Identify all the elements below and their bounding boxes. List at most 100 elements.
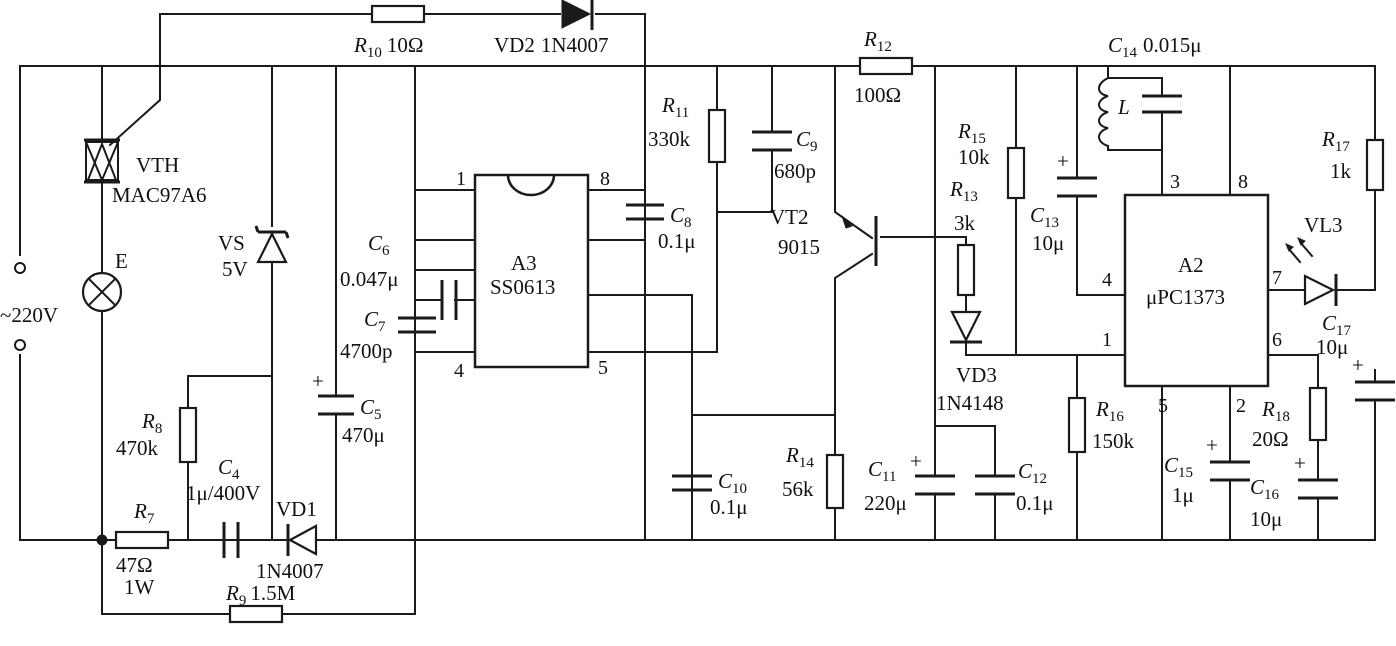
r17-value: 1k	[1330, 159, 1352, 183]
r18-value: 20Ω	[1252, 427, 1289, 451]
c13-value: 10μ	[1032, 231, 1064, 255]
a3-pin-4: 4	[454, 360, 464, 382]
c15-plus: +	[1206, 433, 1218, 457]
c5-plus: +	[312, 369, 324, 393]
vs-value: 5V	[222, 257, 248, 281]
resistor-r9	[228, 604, 284, 624]
vt2-value: 9015	[778, 235, 820, 259]
capacitor-c13	[1057, 176, 1097, 198]
a2-pin-4: 4	[1102, 269, 1112, 291]
c5-value: 470μ	[342, 423, 385, 447]
c16-ref: C16	[1250, 475, 1280, 503]
capacitor-c5	[318, 394, 354, 416]
ic-a2	[1123, 193, 1270, 388]
r7-value: 47Ω	[116, 553, 153, 577]
capacitor-c15	[1210, 460, 1250, 482]
c12-ref: C12	[1018, 459, 1047, 487]
capacitor-c8	[626, 203, 664, 221]
a3-pin-8: 8	[600, 168, 610, 190]
resistor-r15	[1006, 146, 1026, 200]
r13-value: 3k	[954, 211, 976, 235]
triac-vth	[84, 138, 120, 184]
diode-vd3	[950, 310, 982, 344]
lamp-ref: E	[115, 249, 128, 273]
resistor-r7	[114, 530, 170, 550]
vd3-ref: VD3	[956, 363, 997, 387]
r15-value: 10k	[958, 145, 990, 169]
resistor-r18	[1308, 386, 1328, 442]
c4-value: 1μ/400V	[186, 481, 260, 505]
c15-ref: C15	[1164, 453, 1193, 481]
resistor-r8	[178, 406, 198, 464]
c7-ref: C7	[364, 307, 386, 335]
mains-label: ~220V	[0, 303, 58, 327]
c11-value: 220μ	[864, 491, 907, 515]
vs-ref: VS	[218, 231, 245, 255]
capacitor-c14	[1142, 94, 1182, 114]
r16-value: 150k	[1092, 429, 1135, 453]
a2-pin-5: 5	[1158, 395, 1168, 417]
c17-ref: C17	[1322, 311, 1352, 339]
resistor-r14	[825, 453, 845, 510]
resistor-r16	[1067, 396, 1087, 454]
a2-pin-6: 6	[1272, 329, 1282, 351]
r15-ref: R15	[957, 119, 986, 147]
r11-ref: R11	[661, 93, 689, 121]
lamp-e	[81, 271, 123, 313]
ic-a3	[473, 173, 590, 369]
c6-ref: C6	[368, 231, 390, 259]
r7-power: 1W	[124, 575, 155, 599]
r11-value: 330k	[648, 127, 691, 151]
capacitor-c9	[752, 130, 792, 152]
r13-ref: R13	[949, 177, 978, 205]
vd1-value: 1N4007	[256, 559, 324, 583]
a2-pin-8: 8	[1238, 171, 1248, 193]
r8-ref: R8	[141, 409, 162, 437]
mains-terminal-top	[14, 262, 26, 274]
a3-value: SS0613	[490, 275, 555, 299]
capacitor-c12	[975, 474, 1015, 496]
c11-ref: C11	[868, 457, 896, 485]
vd3-value: 1N4148	[936, 391, 1004, 415]
resistor-r12	[858, 56, 914, 76]
l-ref: L	[1117, 95, 1130, 119]
resistor-r10	[370, 4, 426, 24]
junction-dot	[96, 534, 108, 546]
c6-value: 0.047μ	[340, 267, 399, 291]
resistor-r17	[1365, 138, 1385, 192]
c7-value: 4700p	[340, 339, 393, 363]
capacitor-c11	[915, 474, 955, 496]
vt2-ref: VT2	[770, 205, 809, 229]
c9-ref: C9	[796, 127, 818, 155]
inductor-l	[1098, 76, 1110, 148]
c8-value: 0.1μ	[658, 229, 696, 253]
c5-ref: C5	[360, 395, 382, 423]
c10-ref: C10	[718, 469, 747, 497]
resistor-r11	[707, 108, 727, 164]
c8-ref: C8	[670, 203, 692, 231]
vl3-ref: VL3	[1304, 213, 1343, 237]
a3-pin-5: 5	[598, 357, 608, 379]
capacitor-c16	[1298, 478, 1338, 500]
c15-value: 1μ	[1172, 483, 1194, 507]
c9-value: 680p	[774, 159, 816, 183]
vth-ref: VTH	[136, 153, 179, 177]
c16-value: 10μ	[1250, 507, 1282, 531]
transistor-vt2	[841, 215, 878, 266]
r18-ref: R18	[1261, 397, 1290, 425]
vth-value: MAC97A6	[112, 183, 207, 207]
c17-plus: +	[1352, 353, 1364, 377]
c12-value: 0.1μ	[1016, 491, 1054, 515]
vd1-ref: VD1	[276, 497, 317, 521]
a2-ref: A2	[1178, 253, 1204, 277]
capacitor-c6	[440, 280, 458, 320]
r14-ref: R14	[785, 443, 814, 471]
r16-ref: R16	[1095, 397, 1124, 425]
r12-value: 100Ω	[854, 83, 901, 107]
a2-pin-2: 2	[1236, 395, 1246, 417]
led-vl3	[1285, 237, 1338, 306]
